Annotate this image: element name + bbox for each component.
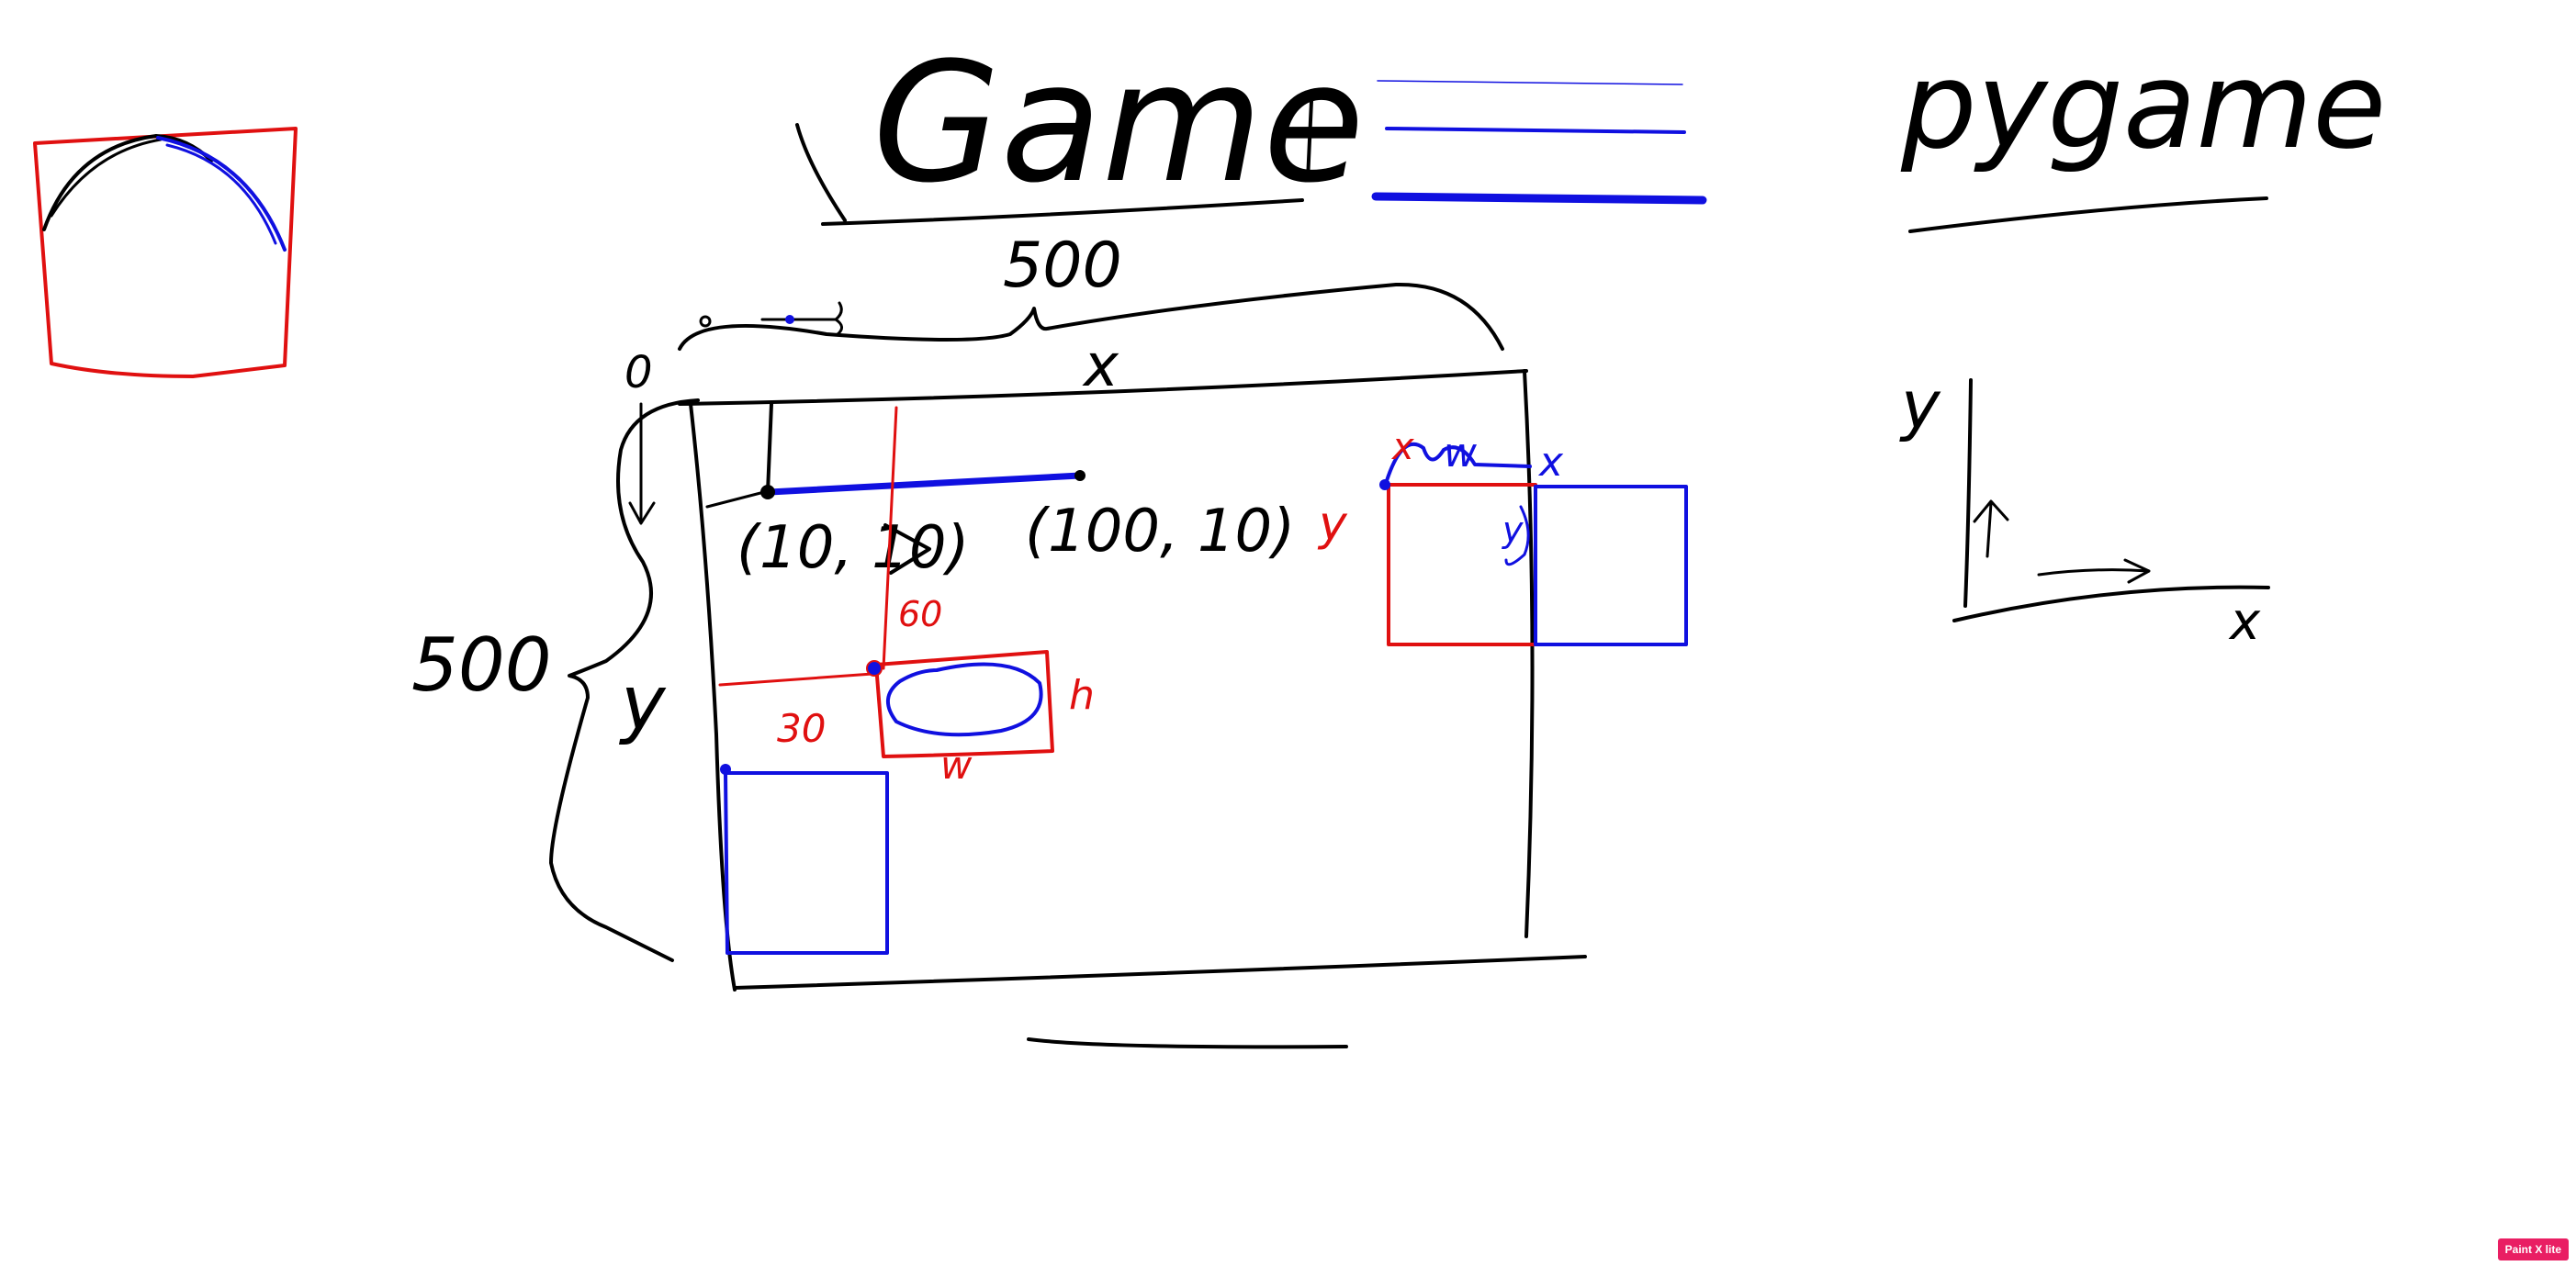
right-blue-rect <box>1534 485 1688 646</box>
blue-line-segment <box>766 472 1084 496</box>
ellipse-rect-example: 60 30 h w <box>718 406 1095 788</box>
red-horizontal-guide <box>718 672 874 687</box>
axes-x-label: x <box>2228 592 2261 652</box>
height-500-label: 500 <box>411 622 552 708</box>
axes-y-line <box>1963 378 1973 608</box>
axes-y-label: y <box>1899 366 1941 443</box>
blue-square-origin <box>720 764 731 775</box>
blue-square-bottom <box>720 764 889 955</box>
pygame-text: pygame <box>1900 36 2386 175</box>
vertical-guide-x10 <box>766 402 773 494</box>
height-dimension: 500 <box>411 398 700 962</box>
point-start-label: (10, 10) <box>737 514 970 582</box>
title-left-bracket <box>795 123 847 222</box>
dim-h-label: h <box>1069 672 1095 719</box>
width-500-label: 500 <box>1003 230 1122 302</box>
height-brace <box>549 398 700 962</box>
black-arc <box>42 134 213 231</box>
window-bottom-edge <box>733 955 1587 990</box>
title-text: Game <box>872 28 1365 219</box>
title-right-bracket <box>1306 99 1313 182</box>
y-axis-label-left: y <box>618 660 667 747</box>
blue-ellipse <box>886 662 1043 737</box>
y-direction-arrow <box>628 402 656 525</box>
point-end-label: (100, 10) <box>1025 498 1295 566</box>
red-square <box>33 127 298 378</box>
pygame-underline <box>1908 196 2268 233</box>
title-underline <box>821 198 1304 226</box>
standard-axes: y x <box>1899 366 2270 652</box>
window-top-edge <box>678 369 1528 406</box>
horizontal-guide-y10 <box>705 490 766 509</box>
small-dot-circle <box>699 315 712 328</box>
adjacent-rects-example: x w y x y <box>1317 426 1688 646</box>
rect-red-x-label: x <box>1390 426 1414 468</box>
red-vertical-guide <box>882 406 898 670</box>
arc-square-sketch <box>33 127 298 378</box>
axes-right-arrow <box>2037 558 2151 584</box>
pygame-group: pygame <box>1900 36 2386 233</box>
title-group: Game <box>795 28 1365 226</box>
width-dimension: 500 <box>678 230 1504 351</box>
rect-red-y-label: y <box>1317 497 1348 552</box>
dim-w-label: w <box>940 743 973 788</box>
stray-bottom-line <box>1027 1037 1348 1049</box>
origin-zero-label: 0 <box>624 347 653 398</box>
blue-rect-height-mark <box>1504 505 1530 566</box>
rect-red-w-label: w <box>1444 430 1478 476</box>
blue-arc-inner <box>165 143 277 245</box>
line-end-point <box>1074 470 1086 481</box>
x-axis-label-top: x <box>1082 332 1119 400</box>
canvas-axes-indicators: 0 x y <box>618 301 1119 747</box>
rect-blue-x-label: x <box>1537 439 1564 486</box>
line-start-point <box>760 485 775 499</box>
medium-line-sample <box>1385 127 1686 134</box>
width-curl-blue <box>1383 442 1532 488</box>
axes-x-line <box>1952 585 2270 622</box>
line-thickness-samples <box>1371 80 1707 205</box>
blue-square-rect <box>724 771 889 955</box>
black-arc-inner <box>50 138 163 218</box>
x-direction-arrow <box>760 301 843 336</box>
x-arrow-dot <box>785 315 794 324</box>
red-bounding-rect <box>874 650 1054 758</box>
window-right-edge <box>1523 369 1535 938</box>
app-badge[interactable]: Paint X lite <box>2497 1238 2569 1260</box>
right-red-rect-origin <box>1379 479 1390 490</box>
width-brace <box>678 282 1504 351</box>
thick-line-sample <box>1371 192 1707 205</box>
blue-arc <box>156 136 287 252</box>
dim-30-label: 30 <box>777 706 826 751</box>
axes-up-arrow <box>1973 499 2009 558</box>
thin-line-sample <box>1377 80 1683 85</box>
rect-origin-point <box>866 660 883 677</box>
point-start-arrow <box>883 523 931 575</box>
dim-60-label: 60 <box>898 594 942 634</box>
rect-blue-y-label: y <box>1502 510 1524 550</box>
line-example: (10, 10) (100, 10) <box>705 402 1295 582</box>
